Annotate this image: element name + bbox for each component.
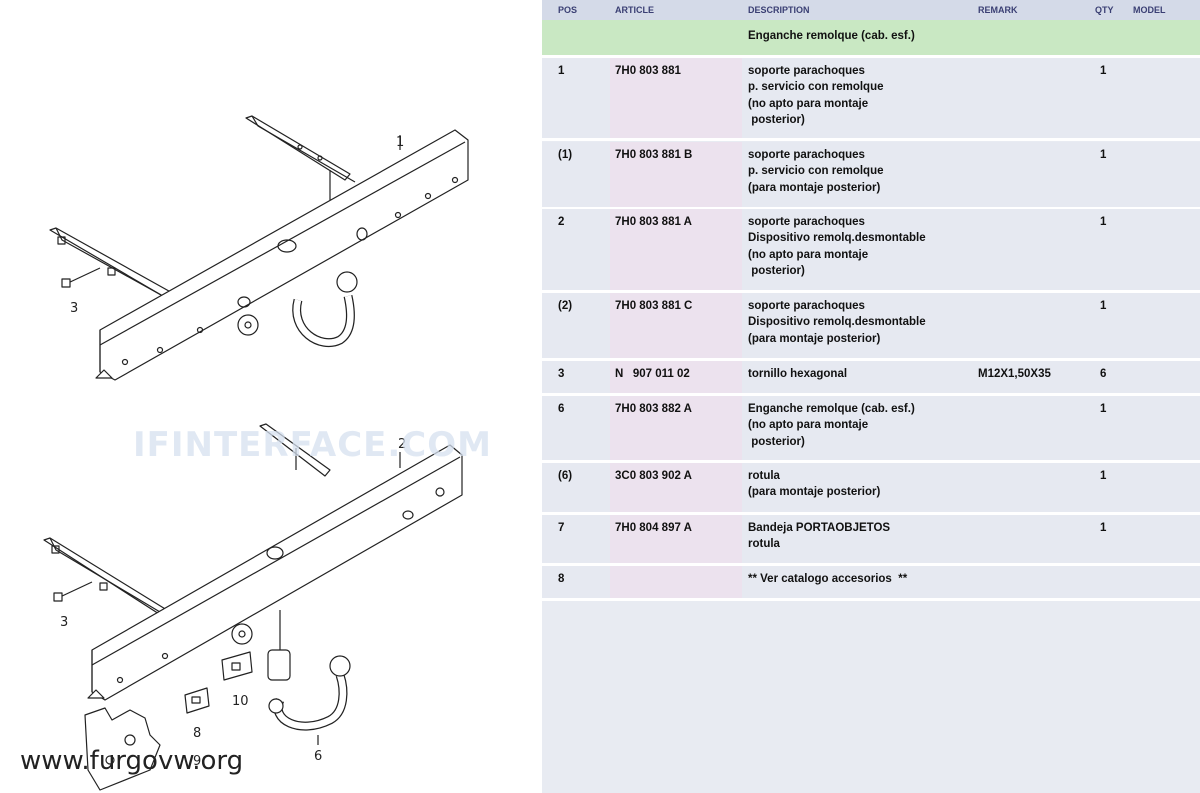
table-row: (2) 7H0 803 881 C soporte parachoques Disp… [542, 293, 1200, 358]
col-article: ARTICLE [615, 5, 654, 15]
pos-cell: 3 [558, 368, 565, 380]
pos-cell: 1 [558, 65, 565, 77]
row-separator [542, 207, 1200, 210]
bumper-beam-upper [95, 129, 469, 381]
description-cell: Bandeja PORTAOBJETOS rotula [748, 522, 891, 551]
article-column-bg [610, 566, 742, 598]
article-column-bg [610, 142, 742, 207]
side-arm-lower [259, 423, 331, 477]
col-description: DESCRIPTION [748, 5, 810, 15]
row-separator [542, 358, 1200, 361]
table-row: 2 7H0 803 881 A soporte parachoques Dispos… [542, 209, 1200, 290]
qty-cell: 1 [1100, 403, 1107, 415]
side-arm-left-lower [43, 537, 176, 622]
article-cell: 7H0 803 881 [615, 65, 681, 77]
qty-cell: 1 [1100, 470, 1107, 482]
pos-cell: 6 [558, 403, 565, 415]
article-cell: N 907 011 02 [615, 368, 690, 380]
watermark-logo: IFINTERFACE.COM [133, 425, 493, 465]
parts-diagram: 1 3 2 3 10 8 9 6 [43, 115, 469, 791]
description-cell: soporte parachoques p. servicio con remo… [748, 65, 884, 126]
site-caption: www.furgovw.org [20, 746, 244, 776]
callout-3-upper: 3 [70, 301, 78, 316]
pos-cell: (2) [558, 300, 573, 312]
side-arm-upper [245, 115, 356, 200]
description-cell: soporte parachoques Dispositivo remolq.d… [748, 300, 926, 345]
pos-cell: (1) [558, 149, 573, 161]
callout-2: 2 [398, 437, 406, 452]
table-row: 7 7H0 804 897 A Bandeja PORTAOBJETOS rotul… [542, 515, 1200, 563]
table-row: 3 N 907 011 02 tornillo hexagonal M12X1,50X… [542, 361, 1200, 393]
callout-9: 9 [193, 754, 201, 769]
article-cell: 7H0 803 881 B [615, 149, 693, 161]
table-header: POS ARTICLE DESCRIPTION REMARK QTY MODEL [542, 0, 1200, 20]
row-separator [542, 598, 1200, 601]
group-row: Enganche remolque (cab. esf.) [542, 20, 1200, 55]
callout-6: 6 [314, 749, 322, 764]
group-title: Enganche remolque (cab. esf.) [748, 30, 915, 42]
article-column-bg [610, 463, 742, 512]
bolt-lower [53, 581, 93, 602]
article-column-bg [610, 293, 742, 358]
qty-cell: 1 [1100, 522, 1107, 534]
table-row: 1 7H0 803 881 soporte parachoques p. servi… [542, 58, 1200, 138]
col-pos: POS [558, 5, 578, 15]
pos-cell: (6) [558, 470, 573, 482]
article-column-bg [610, 58, 742, 138]
article-cell: 7H0 803 881 A [615, 216, 692, 228]
article-cell: 3C0 803 902 A [615, 470, 692, 482]
row-separator [542, 563, 1200, 566]
qty-cell: 1 [1100, 300, 1107, 312]
description-cell: Enganche remolque (cab. esf.) (no apto p… [748, 403, 915, 448]
qty-cell: 1 [1100, 216, 1107, 228]
parts-table: POS ARTICLE DESCRIPTION REMARK QTY MODEL… [542, 0, 1200, 793]
callout-8: 8 [193, 726, 201, 741]
row-separator [542, 393, 1200, 396]
row-separator [542, 460, 1200, 463]
qty-cell: 1 [1100, 149, 1107, 161]
remark-cell: M12X1,50X35 [978, 368, 1051, 380]
qty-cell: 6 [1100, 368, 1107, 380]
bracket-10 [221, 651, 253, 681]
pos-cell: 7 [558, 522, 565, 534]
row-separator [542, 512, 1200, 515]
article-cell: 7H0 804 897 A [615, 522, 692, 534]
description-cell: ** Ver catalogo accesorios ** [748, 573, 908, 585]
description-cell: rotula (para montaje posterior) [748, 470, 881, 499]
bolt-upper [61, 267, 101, 288]
col-qty: QTY [1095, 5, 1114, 15]
article-cell: 7H0 803 881 C [615, 300, 693, 312]
qty-cell: 1 [1100, 65, 1107, 77]
description-cell: tornillo hexagonal [748, 368, 848, 380]
article-column-bg [610, 396, 742, 460]
article-column-bg [610, 515, 742, 563]
table-row: (1) 7H0 803 881 B soporte parachoques p. s… [542, 142, 1200, 207]
callout-10: 10 [232, 694, 249, 709]
row-separator [542, 290, 1200, 293]
tow-ball-upper [237, 271, 358, 348]
article-column-bg [610, 209, 742, 290]
col-remark: REMARK [978, 5, 1018, 15]
pos-cell: 2 [558, 216, 565, 228]
callout-1: 1 [396, 135, 404, 150]
pos-cell: 8 [558, 573, 565, 585]
description-cell: soporte parachoques Dispositivo remolq.d… [748, 216, 926, 277]
row-separator [542, 138, 1200, 141]
tow-ball-lower [231, 610, 351, 731]
col-model: MODEL [1133, 5, 1166, 15]
bumper-beam-lower [87, 444, 463, 701]
table-row: 8 ** Ver catalogo accesorios ** [542, 566, 1200, 598]
table-row: 6 7H0 803 882 A Enganche remolque (cab. es… [542, 396, 1200, 460]
article-column-bg [610, 361, 742, 393]
article-cell: 7H0 803 882 A [615, 403, 692, 415]
table-row: (6) 3C0 803 902 A rotula (para montaje pos… [542, 463, 1200, 512]
callout-3-lower: 3 [60, 615, 68, 630]
cover-9 [84, 707, 161, 791]
plate-8 [184, 687, 210, 714]
description-cell: soporte parachoques p. servicio con remo… [748, 149, 884, 194]
